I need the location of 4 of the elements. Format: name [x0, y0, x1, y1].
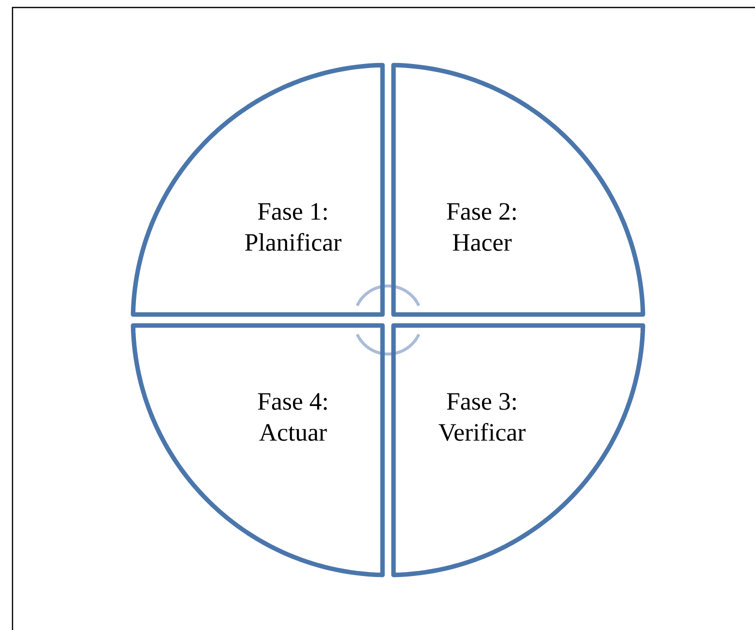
quadrant: Fase 2: Hacer	[391, 62, 646, 317]
quadrant: Fase 1: Planificar	[130, 62, 385, 317]
quadrant: Fase 3: Verificar	[391, 323, 646, 578]
quadrant: Fase 4: Actuar	[130, 323, 385, 578]
